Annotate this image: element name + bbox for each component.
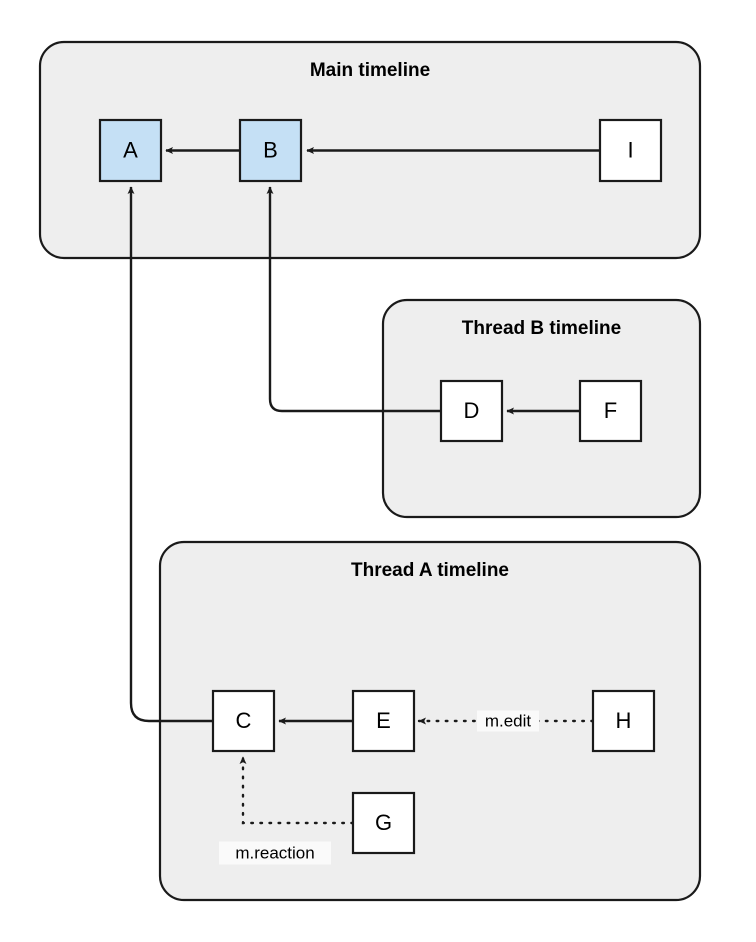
event-node-i[interactable]: I — [598, 118, 663, 183]
edge-label-h-to-e: m.edit — [485, 711, 532, 730]
event-node-label-a: A — [123, 137, 138, 162]
event-node-label-c: C — [236, 708, 252, 733]
group-thread-b-timeline-label: Thread B timeline — [462, 318, 621, 339]
event-node-label-b: B — [263, 137, 278, 162]
event-node-box-h — [591, 689, 656, 753]
event-node-box-b — [238, 118, 303, 183]
group-containers: Main timeline Thread B timeline Thread A… — [38, 40, 702, 902]
event-node-box-i — [598, 118, 663, 183]
event-node-b[interactable]: B — [238, 118, 303, 183]
event-node-box-g — [351, 791, 416, 855]
event-node-f[interactable]: F — [578, 379, 643, 443]
event-node-g[interactable]: G — [351, 791, 416, 855]
edges — [127, 147, 600, 825]
group-thread-b-timeline-box — [381, 298, 702, 519]
event-node-e[interactable]: E — [351, 689, 416, 753]
edge-labels: m.edit m.reaction — [219, 710, 539, 865]
event-node-d[interactable]: D — [439, 379, 504, 443]
event-node-h[interactable]: H — [591, 689, 656, 753]
event-node-label-d: D — [464, 398, 480, 423]
edge-d-to-b — [266, 186, 441, 413]
event-node-label-f: F — [604, 398, 617, 423]
event-node-box-a — [98, 118, 163, 183]
event-node-label-i: I — [627, 137, 633, 162]
edge-label-background-h-to-e — [477, 710, 539, 732]
edge-label-background-g-to-c — [219, 841, 331, 865]
event-node-c[interactable]: C — [211, 689, 276, 753]
event-node-label-g: G — [375, 810, 392, 835]
edge-label-g-to-c: m.reaction — [235, 843, 314, 862]
group-thread-a-timeline-label: Thread A timeline — [351, 560, 509, 581]
event-node-box-e — [351, 689, 416, 753]
group-main-timeline-label: Main timeline — [310, 60, 430, 81]
event-node-box-f — [578, 379, 643, 443]
event-nodes: A B I D F C E H G — [98, 118, 663, 855]
edge-c-to-a — [127, 186, 213, 723]
event-node-label-e: E — [376, 708, 391, 733]
event-node-box-c — [211, 689, 276, 753]
event-node-box-d — [439, 379, 504, 443]
event-node-label-h: H — [616, 708, 632, 733]
event-node-a[interactable]: A — [98, 118, 163, 183]
group-thread-b-timeline[interactable]: Thread B timeline — [381, 298, 702, 519]
